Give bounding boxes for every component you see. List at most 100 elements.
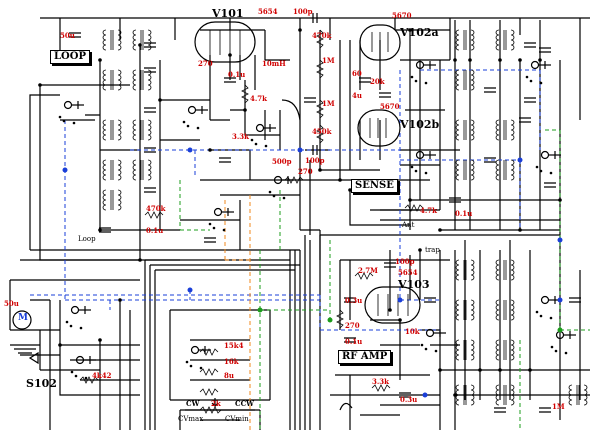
capacitor-symbol: [69, 32, 81, 38]
label-03u-low: 0.3u: [400, 395, 418, 404]
transformer-coil: [495, 384, 515, 406]
label-8u: 8u: [224, 371, 234, 380]
label-1m-a: 1M: [322, 56, 335, 65]
capacitor-symbol: [539, 47, 551, 53]
green-control-bus: [179, 129, 590, 430]
v101-label: V101: [212, 7, 244, 20]
transformer-coil: [495, 339, 515, 361]
bus-junction-dot: [517, 157, 523, 163]
capacitor-symbol: [144, 187, 156, 193]
capacitor-symbol: [449, 197, 461, 203]
capacitor-symbol: [99, 227, 111, 233]
junction-dot: [38, 83, 42, 87]
junction-dot: [318, 168, 322, 172]
label-33k-low: 3.3k: [372, 377, 390, 386]
label-03u: 0.3u: [345, 296, 363, 305]
label-01u-c: 0.1u: [455, 209, 473, 218]
junction-dot: [118, 298, 122, 302]
label-100p-low: 100p: [395, 257, 415, 266]
label-10k: 10k: [405, 327, 420, 336]
switch-contact: [550, 330, 576, 355]
switch-contact: [525, 60, 551, 85]
net-trap-label: trap: [425, 246, 440, 254]
capacitors: [69, 13, 581, 413]
junction-dot: [518, 58, 522, 62]
label-47k: 4.7k: [250, 94, 268, 103]
bus-junction-dot: [62, 167, 68, 173]
label-50u-left: 50u: [4, 299, 19, 308]
transformer-coil: [455, 384, 475, 406]
v103-label: V103: [398, 278, 430, 291]
v102b-label: V102b: [400, 118, 440, 131]
v101-type: 5654: [258, 7, 278, 16]
transformer-coil: [102, 69, 122, 91]
switch-contact: [182, 105, 208, 130]
transformer-coil: [102, 189, 122, 211]
junction-dot: [298, 28, 302, 32]
transformer-coil: [495, 119, 515, 141]
motor-label: M: [18, 313, 28, 323]
capacitor-symbol: [484, 157, 496, 163]
switch-contact: [65, 305, 91, 330]
label-27m: 2.7M: [358, 266, 378, 275]
bus-junction-dot: [327, 317, 333, 323]
net-loop-label: Loop: [78, 235, 96, 243]
capacitor-symbol: [204, 237, 216, 243]
capacitor-symbol: [544, 182, 556, 188]
junction-dot: [528, 368, 532, 372]
bus-junction-dot: [187, 287, 193, 293]
junction-dot: [408, 198, 412, 202]
bus-junction-dot: [557, 237, 563, 243]
v102b-type: 5670: [380, 102, 400, 111]
junction-dot: [228, 53, 232, 57]
bus-junction-dot: [397, 297, 403, 303]
transformer-coil: [455, 119, 475, 141]
junction-dot: [338, 178, 342, 182]
pot-cvmin-label: CVmin: [225, 415, 249, 423]
switch-contact: [420, 328, 446, 353]
capacitor-symbol: [399, 392, 411, 398]
transformer-coil: [455, 259, 475, 281]
transformer-coils: [102, 29, 588, 406]
transformer-coil: [455, 299, 475, 321]
label-1m-b: 1M: [322, 99, 335, 108]
transformer-coil: [102, 119, 122, 141]
transformer-coil: [495, 159, 515, 181]
bus-junction-dot: [297, 147, 303, 153]
switch-contact: [58, 100, 84, 125]
bus-junction-dot: [257, 307, 263, 313]
capacitor-symbol: [312, 13, 318, 23]
switch-contact: [185, 345, 211, 370]
junction-dot: [408, 28, 412, 32]
switch-wafers: [58, 60, 576, 380]
s102-label: S102: [26, 377, 57, 390]
pot-value-label: 2k: [211, 399, 221, 408]
label-450k: 450k: [312, 127, 332, 136]
label-470k-low: 470k: [146, 204, 166, 213]
bus-junction-dot: [557, 297, 563, 303]
junction-dot: [453, 58, 457, 62]
label-270-top: 270: [198, 59, 213, 68]
capacitor-symbol: [144, 147, 156, 153]
capacitor-symbol: [219, 157, 231, 163]
junction-dot: [538, 58, 542, 62]
capacitor-symbol: [144, 42, 156, 48]
junction-dot: [518, 228, 522, 232]
label-270-mid: 270: [298, 167, 313, 176]
capacitor-symbol: [519, 117, 531, 123]
junction-dot: [98, 338, 102, 342]
v102a-type: 5670: [392, 11, 412, 20]
resistors: [79, 29, 424, 396]
junction-dot: [98, 58, 102, 62]
capacitor-symbol: [569, 297, 581, 303]
junction-dot: [98, 228, 102, 232]
net-ant-label: Ant: [402, 221, 415, 229]
junction-dot: [468, 58, 472, 62]
label-10mh: 10mH: [262, 59, 286, 68]
transformer-coil: [132, 159, 152, 181]
capacitor-symbol: [144, 107, 156, 113]
loop-block-label: LOOP: [50, 50, 90, 64]
potentiometer: [185, 398, 255, 414]
capacitor-symbol: [344, 337, 356, 343]
bus-junction-dot: [422, 392, 428, 398]
